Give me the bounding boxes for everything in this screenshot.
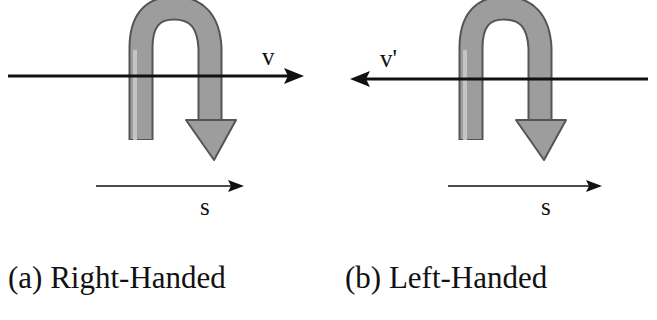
- velocity-arrowhead: [350, 71, 370, 87]
- rotation-arrow: [465, 8, 566, 160]
- panel-caption: (b) Left-Handed: [345, 262, 547, 293]
- spin-arrowhead: [228, 180, 244, 192]
- rotation-arrowhead: [186, 120, 236, 160]
- spin-line: [96, 185, 232, 187]
- velocity-line: [366, 78, 648, 81]
- rotation-band-highlight: [133, 50, 137, 140]
- panel-caption: (a) Right-Handed: [8, 262, 226, 293]
- spin-label: s: [200, 194, 210, 219]
- spin-line: [448, 185, 590, 187]
- velocity-label: v': [380, 46, 397, 71]
- velocity-line: [8, 75, 288, 78]
- rotation-band-highlight: [463, 50, 467, 140]
- spin-label: s: [541, 194, 551, 219]
- rotation-arrow: [135, 8, 236, 160]
- velocity-arrowhead: [284, 68, 304, 84]
- rotation-arrowhead: [516, 120, 566, 160]
- velocity-label: v: [262, 44, 275, 69]
- spin-arrowhead: [586, 180, 602, 192]
